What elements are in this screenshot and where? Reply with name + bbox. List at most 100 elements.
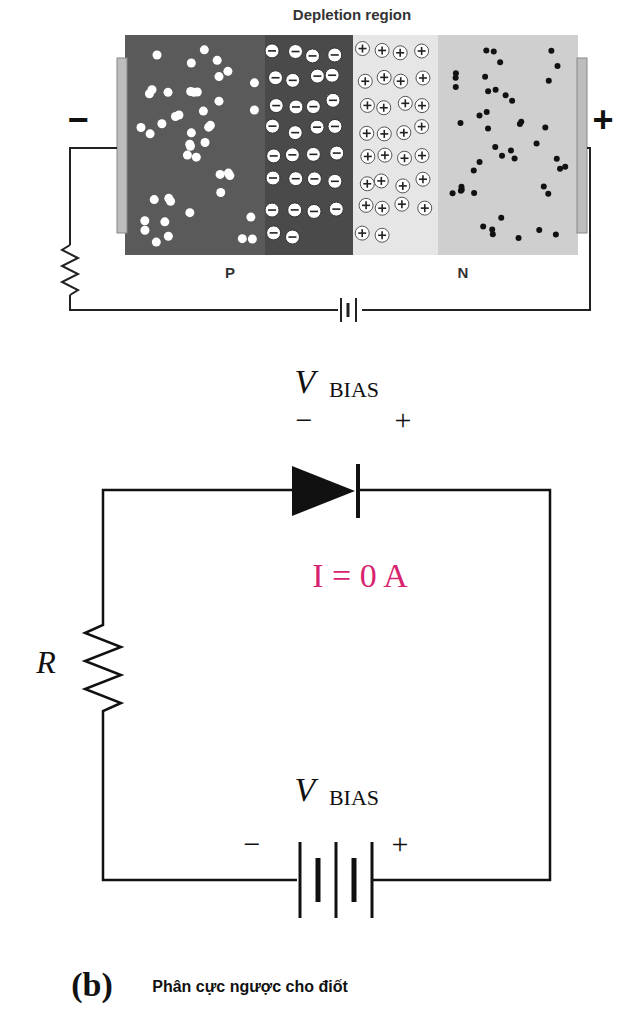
carrier <box>140 216 149 225</box>
ion-sign <box>288 154 296 156</box>
carrier <box>152 238 161 247</box>
wire <box>362 148 590 310</box>
carrier <box>200 45 209 54</box>
depletion-n <box>353 35 438 255</box>
carrier <box>265 119 279 133</box>
carrier <box>485 125 491 131</box>
carrier <box>213 56 222 65</box>
right-terminal <box>577 58 587 233</box>
carrier <box>492 144 498 150</box>
carrier <box>377 127 391 141</box>
current-label: I = 0 A <box>312 559 408 593</box>
carrier <box>266 171 280 185</box>
carrier <box>553 232 559 238</box>
carrier <box>491 48 497 54</box>
left-terminal <box>117 58 127 233</box>
ion-sign <box>272 105 280 107</box>
resistor-label: R <box>36 646 56 678</box>
ion-sign <box>328 74 336 76</box>
carrier <box>512 155 518 161</box>
wire <box>103 718 297 880</box>
ion-sign <box>310 178 318 180</box>
region-label: P <box>225 265 235 280</box>
ion-sign <box>270 155 278 157</box>
region-label: N <box>458 265 469 280</box>
carrier <box>248 234 257 243</box>
carrier <box>360 98 374 112</box>
polarity-sign: + <box>392 829 409 859</box>
ion-sign <box>310 211 318 213</box>
carrier <box>453 70 459 76</box>
voltage-label: V <box>295 773 316 807</box>
carrier <box>306 147 320 161</box>
voltage-label: V <box>295 365 316 399</box>
carrier <box>214 72 223 81</box>
carrier <box>484 109 490 115</box>
carrier <box>289 100 303 114</box>
carrier <box>393 46 407 60</box>
ion-sign <box>268 50 276 52</box>
carrier <box>499 153 505 159</box>
carrier <box>288 203 302 217</box>
carrier <box>360 177 374 191</box>
carrier <box>415 149 429 163</box>
ion-sign <box>421 47 423 55</box>
diode-symbol <box>292 466 355 516</box>
resistor-symbol <box>62 245 78 295</box>
carrier <box>546 78 552 84</box>
ion-sign <box>291 132 299 134</box>
ion-sign <box>362 45 364 53</box>
carrier <box>150 195 159 204</box>
polarity-sign: − <box>244 829 261 859</box>
carrier <box>171 112 180 121</box>
carrier <box>330 146 344 160</box>
carrier <box>224 169 233 178</box>
carrier <box>192 153 201 162</box>
carrier <box>398 96 412 110</box>
carrier <box>310 69 324 83</box>
ion-sign <box>402 182 404 190</box>
battery-symbol <box>371 842 374 918</box>
carrier <box>548 48 554 54</box>
carrier <box>395 197 409 211</box>
battery-symbol <box>352 858 357 902</box>
battery-symbol <box>355 298 357 322</box>
ion-sign <box>364 77 366 85</box>
ion-sign <box>421 152 423 160</box>
carrier <box>189 88 198 97</box>
carrier <box>416 71 430 85</box>
ion-sign <box>313 75 321 77</box>
carrier <box>201 138 210 147</box>
ion-sign <box>291 209 299 211</box>
carrier <box>206 121 215 130</box>
polarity-sign: + <box>395 405 412 435</box>
carrier <box>286 73 300 87</box>
ion-sign <box>383 104 385 112</box>
ion-sign <box>366 180 368 188</box>
carrier <box>157 119 166 128</box>
ion-sign <box>365 201 367 209</box>
p-region <box>125 35 353 255</box>
ion-sign <box>272 77 280 79</box>
carrier <box>355 226 369 240</box>
carrier <box>375 201 389 215</box>
carrier <box>485 88 491 94</box>
carrier <box>187 128 196 137</box>
carrier <box>509 98 515 104</box>
wire <box>70 148 117 245</box>
carrier <box>164 88 173 97</box>
carrier <box>325 68 339 82</box>
ion-sign <box>424 204 426 212</box>
carrier <box>146 129 155 138</box>
carrier <box>458 184 464 190</box>
carrier <box>306 49 320 63</box>
carrier <box>497 59 503 65</box>
carrier <box>306 100 320 114</box>
carrier <box>498 215 504 221</box>
carrier <box>328 119 342 133</box>
carrier <box>358 74 372 88</box>
carrier <box>310 120 324 134</box>
caption-letter: (b) <box>71 968 113 1002</box>
carrier <box>328 48 342 62</box>
carrier <box>493 87 499 93</box>
